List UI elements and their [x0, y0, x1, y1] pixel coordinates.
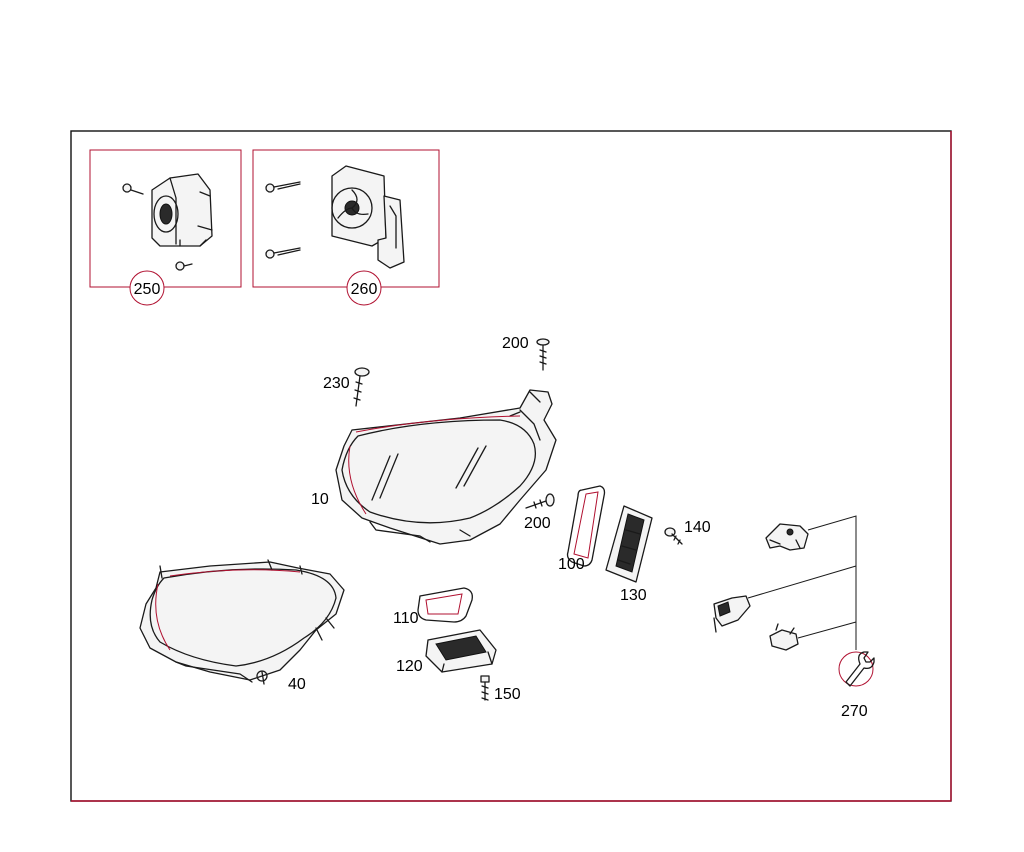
- screw-140: [664, 527, 683, 545]
- callout-label-260: 260: [351, 281, 378, 298]
- callout-100: 100: [558, 556, 585, 573]
- gasket-110: [417, 587, 473, 623]
- bracket-part-top: [765, 523, 809, 551]
- control-unit-130: [605, 505, 653, 583]
- callout-10: 10: [311, 491, 329, 508]
- screw-200-lower: [525, 493, 555, 509]
- headlamp-assembly-10: [335, 389, 557, 545]
- callout-150: 150: [494, 686, 521, 703]
- callout-200-top: 200: [502, 335, 529, 352]
- inset-box-250: 250: [89, 149, 242, 306]
- connector-part-middle: [713, 595, 751, 633]
- callout-130: 130: [620, 587, 647, 604]
- callout-120: 120: [396, 658, 423, 675]
- screw-icon: [265, 247, 301, 259]
- leader-270: [747, 515, 857, 650]
- wrench-icon: [838, 651, 875, 687]
- callout-40: 40: [288, 676, 306, 693]
- seal-100: [566, 485, 606, 567]
- screw-150: [480, 675, 490, 701]
- ballast-120: [425, 629, 497, 673]
- callout-270: 270: [841, 703, 868, 720]
- screw-icon: [122, 183, 144, 195]
- screw-200-top: [536, 338, 550, 371]
- screw-icon: [265, 181, 301, 193]
- inset-box-260: 260: [252, 149, 440, 306]
- fan-icon: [331, 165, 405, 269]
- callout-circle-250: [129, 270, 165, 306]
- callout-circle-260: [346, 270, 382, 306]
- callout-230: 230: [323, 375, 350, 392]
- callout-label-250: 250: [134, 281, 161, 298]
- callout-110: 110: [393, 610, 419, 627]
- housing-40: [139, 559, 345, 685]
- screw-icon: [175, 261, 193, 271]
- screw-230: [353, 367, 370, 407]
- leveling-motor-icon: [151, 173, 213, 247]
- callout-200-lower: 200: [524, 515, 551, 532]
- clip-part-bottom: [769, 623, 799, 651]
- callout-140: 140: [684, 519, 711, 536]
